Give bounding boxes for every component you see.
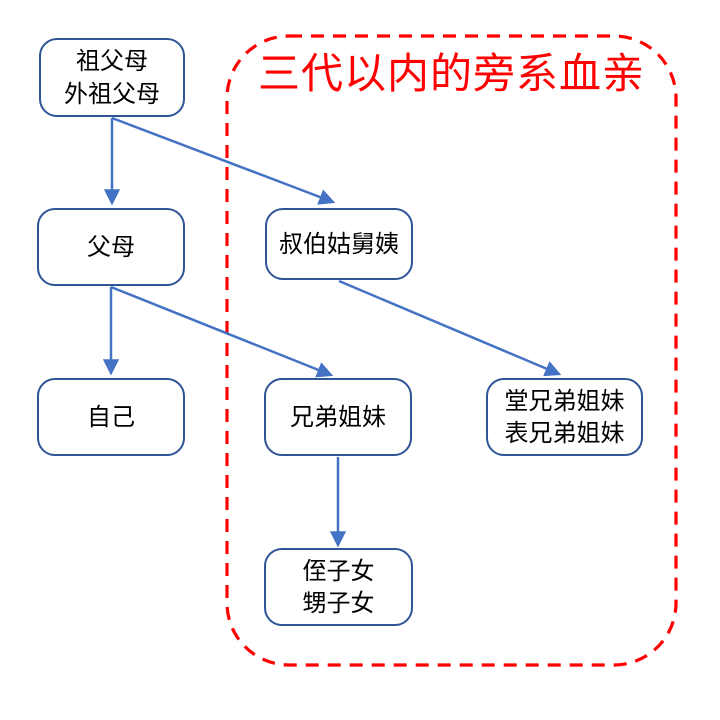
node-label: 父母	[87, 232, 135, 261]
node-label: 堂兄弟姐妹 表兄弟姐妹	[504, 386, 625, 447]
diagram-title: 三代以内的旁系血亲	[257, 49, 645, 98]
node-label: 兄弟姐妹	[290, 402, 386, 431]
node-label: 侄子女 甥子女	[302, 556, 375, 617]
edge-parents-siblings	[110, 285, 334, 378]
node-nephews-nieces: 侄子女 甥子女	[264, 548, 413, 626]
edge-grandparents-uncles-aunts	[111, 116, 336, 205]
node-label: 叔伯姑舅姨	[279, 229, 399, 258]
edge-uncles-aunts-cousins	[338, 279, 562, 377]
node-siblings: 兄弟姐妹	[264, 378, 412, 456]
node-parents: 父母	[37, 208, 185, 286]
collateral-relatives-boundary	[225, 34, 678, 667]
node-label: 祖父母 外祖父母	[64, 47, 160, 108]
node-cousins: 堂兄弟姐妹 表兄弟姐妹	[486, 378, 643, 456]
node-grandparents: 祖父母 外祖父母	[39, 38, 185, 117]
node-label: 自己	[87, 402, 135, 431]
node-uncles-aunts: 叔伯姑舅姨	[265, 208, 413, 280]
node-self: 自己	[37, 378, 185, 456]
